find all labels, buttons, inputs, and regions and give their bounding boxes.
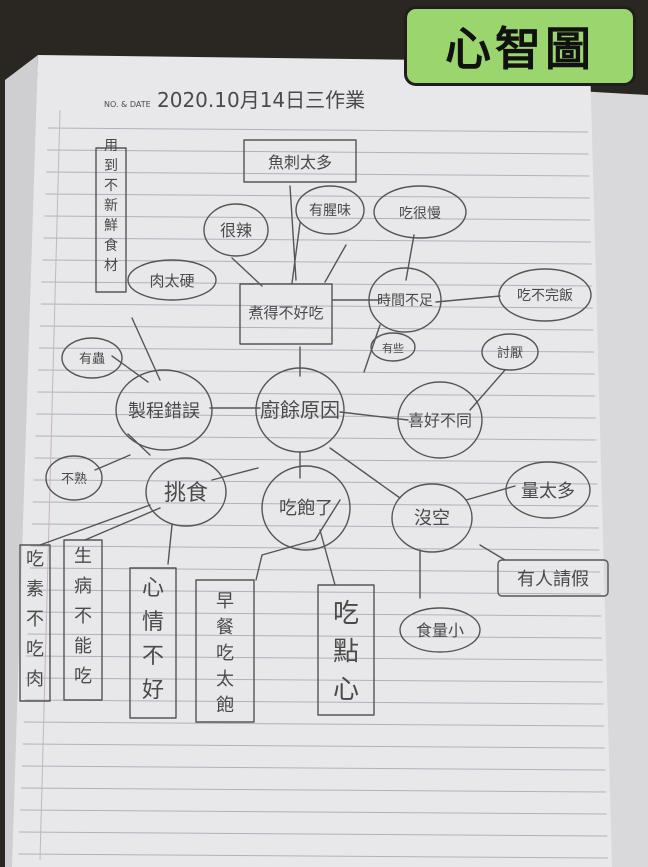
- ruled-line: [22, 743, 605, 749]
- eat-slow-bubble: [373, 185, 467, 239]
- too-much-label: 量太多: [521, 481, 575, 502]
- leave-label: 有人請假: [517, 569, 589, 590]
- small-appetite-label: 食量小: [416, 621, 464, 640]
- full-bubble: [261, 465, 351, 551]
- some-like-bubble: [370, 332, 416, 362]
- cooked-bad-box: [239, 283, 333, 345]
- ruled-line: [39, 325, 594, 331]
- preference-label: 喜好不同: [408, 411, 472, 430]
- ruled-line: [47, 149, 589, 155]
- ruled-line: [29, 567, 601, 573]
- vegetarian-box: [19, 544, 51, 702]
- ruled-line: [21, 765, 606, 771]
- page-binding-shadow: [5, 55, 38, 867]
- ingredients-box: [95, 147, 127, 293]
- dislike-bubble: [481, 333, 539, 371]
- ruled-line: [28, 611, 602, 617]
- fishy-label: 有腥味: [309, 203, 351, 219]
- ruled-line: [20, 787, 607, 793]
- ruled-line: [24, 699, 604, 705]
- center-label: 廚餘原因: [260, 398, 340, 422]
- time-short-label: 時間不足: [377, 293, 433, 309]
- unripe-label: 不熟: [61, 471, 87, 487]
- margin-line: [39, 109, 61, 861]
- ruled-line: [19, 831, 608, 837]
- ruled-line: [33, 479, 598, 485]
- date-text: 2020.10月14日三作業: [157, 88, 365, 112]
- ruled-line: [26, 655, 603, 661]
- ruled-line: [42, 259, 592, 265]
- meat-hard-label: 肉太硬: [149, 272, 194, 290]
- mind-map-labels: 魚刺太多 煮得不好吃 很辣 有腥味 吃很慢 肉太硬 時間不足 吃不完飯 有些 討…: [26, 138, 589, 716]
- snack-box: [317, 584, 375, 716]
- cooked-bad-label: 煮得不好吃: [248, 304, 323, 322]
- title-badge: 心智圖: [404, 6, 636, 86]
- ruled-line: [23, 721, 605, 727]
- breakfast-box: [195, 579, 255, 723]
- have-bugs-bubble: [61, 337, 123, 379]
- spicy-label: 很辣: [220, 221, 252, 240]
- no-time-bubble: [391, 483, 473, 553]
- preference-bubble: [397, 381, 483, 459]
- too-much-bubble: [505, 461, 591, 519]
- ruled-line: [18, 853, 608, 859]
- ruled-line: [45, 193, 590, 199]
- unfinished-label: 吃不完飯: [517, 287, 573, 304]
- no-date-label: NO. & DATE: [104, 100, 151, 109]
- ruled-line: [38, 347, 595, 353]
- sick-label: 生病不能吃: [74, 546, 92, 687]
- ruled-lines: [18, 127, 608, 859]
- ingredients-label: 用到不新鮮食材: [104, 138, 118, 274]
- ruled-line: [20, 809, 607, 815]
- ruled-line: [25, 677, 604, 683]
- ruled-line: [47, 127, 589, 133]
- mind-map-links: [39, 185, 516, 599]
- time-short-bubble: [368, 267, 442, 333]
- ruled-line: [30, 545, 600, 551]
- ruled-line: [29, 589, 601, 595]
- breakfast-label: 早餐吃太飽: [216, 591, 234, 716]
- ruled-line: [32, 501, 599, 507]
- left-page: [5, 55, 612, 867]
- ruled-line: [34, 457, 598, 463]
- mood-box: [129, 567, 177, 719]
- no-time-label: 沒空: [414, 508, 450, 529]
- ruled-line: [27, 633, 602, 639]
- unfinished-bubble: [498, 268, 592, 322]
- picky-bubble: [145, 457, 227, 527]
- unripe-bubble: [45, 455, 103, 501]
- mood-label: 心情不好: [142, 576, 164, 703]
- vegetarian-label: 吃素不吃肉: [26, 549, 44, 690]
- picky-label: 挑食: [164, 481, 208, 506]
- fish-bones-label: 魚刺太多: [268, 153, 332, 172]
- ruled-line: [44, 215, 591, 221]
- meat-hard-bubble: [127, 259, 217, 301]
- eat-slow-label: 吃很慢: [399, 205, 441, 222]
- some-like-label: 有些: [382, 341, 404, 355]
- ruled-line: [37, 391, 596, 397]
- mind-map-shapes: [19, 139, 609, 723]
- ruled-line: [43, 237, 592, 243]
- snack-label: 吃點心: [333, 599, 359, 705]
- sick-box: [63, 539, 103, 701]
- dislike-label: 討厭: [497, 345, 523, 361]
- leave-box: [497, 559, 609, 597]
- ruled-line: [31, 523, 599, 529]
- spicy-bubble: [203, 203, 269, 257]
- full-label: 吃飽了: [279, 498, 333, 519]
- title-badge-text: 心智圖: [445, 22, 595, 76]
- ruled-line: [40, 303, 593, 309]
- have-bugs-label: 有蟲: [79, 352, 105, 367]
- fishy-bubble: [295, 185, 365, 235]
- process-error-label: 製程錯誤: [128, 401, 200, 422]
- fish-bones-box: [243, 139, 357, 183]
- small-appetite-bubble: [399, 607, 481, 653]
- ruled-line: [36, 413, 596, 419]
- ruled-line: [46, 171, 590, 177]
- process-error-bubble: [115, 369, 213, 451]
- center-bubble: [255, 367, 345, 453]
